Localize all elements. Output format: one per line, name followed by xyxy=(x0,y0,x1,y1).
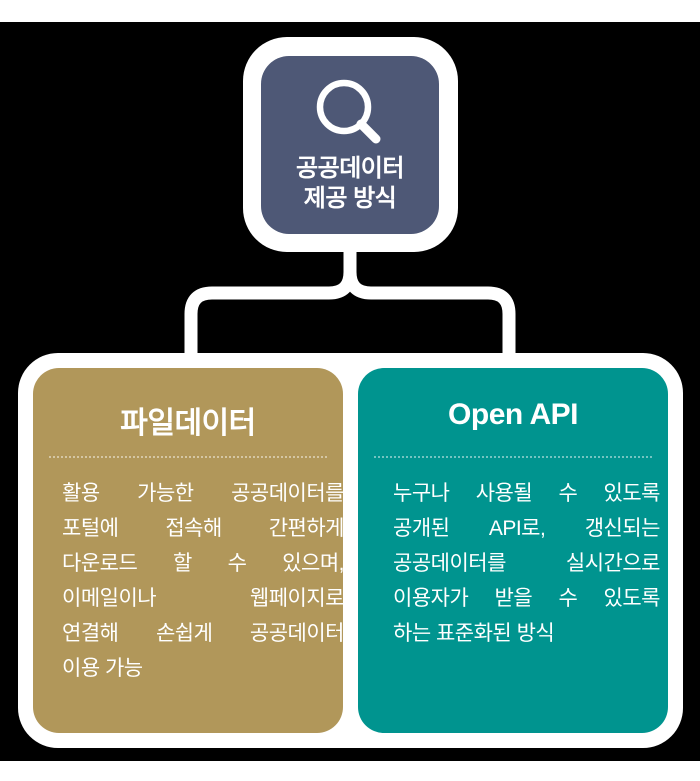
body-line: 이용 가능 xyxy=(62,657,143,680)
body-line: 공공데이터를 실시간으로 xyxy=(393,552,661,575)
file-data-title: 파일데이터 xyxy=(120,407,256,440)
body-line: 누구나 사용될 수 있도록 xyxy=(393,482,661,505)
body-line: 다운로드 할 수 있으며, xyxy=(62,552,345,575)
body-line: 연결해 손쉽게 공공데이터 xyxy=(62,622,345,645)
top-node-title-line1: 공공데이터 xyxy=(296,155,404,182)
body-line: 포털에 접속해 간편하게 xyxy=(62,517,345,540)
top-node: 공공데이터 제공 방식 xyxy=(261,56,439,234)
body-line: 공개된 API로, 갱신되는 xyxy=(393,517,661,540)
open-api-body: 누구나 사용될 수 있도록 공개된 API로, 갱신되는 공공데이터를 실시간으… xyxy=(393,476,661,651)
magnifier-icon xyxy=(316,79,381,144)
open-api-title: Open API xyxy=(448,398,578,431)
body-line: 이메일이나 웹페이지로 xyxy=(62,587,345,610)
file-data-body: 활용 가능한 공공데이터를 포털에 접속해 간편하게 다운로드 할 수 있으며,… xyxy=(62,476,345,686)
top-node-title: 공공데이터 제공 방식 xyxy=(296,154,404,214)
body-line: 활용 가능한 공공데이터를 xyxy=(62,482,345,505)
body-line: 하는 표준화된 방식 xyxy=(393,622,555,645)
open-api-box: Open API 누구나 사용될 수 있도록 공개된 API로, 갱신되는 공공… xyxy=(358,368,668,733)
file-data-box: 파일데이터 활용 가능한 공공데이터를 포털에 접속해 간편하게 다운로드 할 … xyxy=(33,368,345,733)
open-api-divider xyxy=(374,456,652,458)
file-data-divider xyxy=(49,456,327,458)
body-line: 이용자가 받을 수 있도록 xyxy=(393,587,661,610)
top-node-title-line2: 제공 방식 xyxy=(303,185,397,212)
